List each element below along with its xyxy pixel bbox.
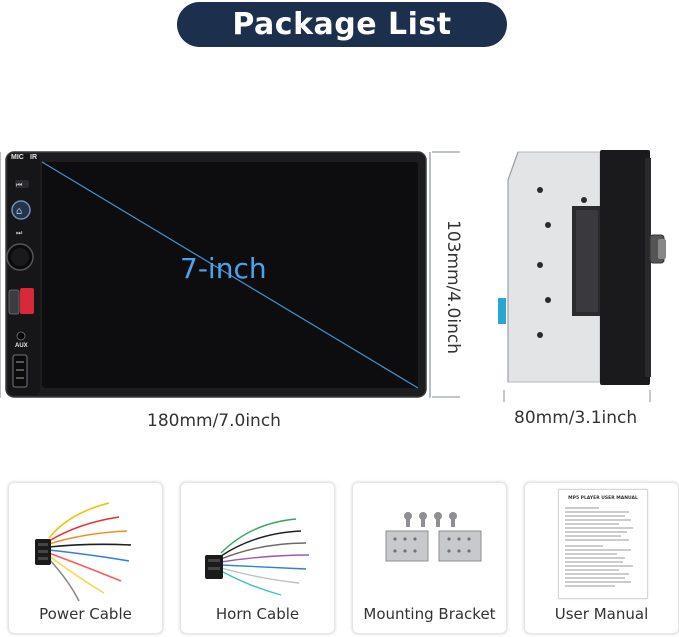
item-label-user-manual: User Manual <box>554 605 649 623</box>
svg-text:⌂: ⌂ <box>16 206 22 217</box>
screen-size-label: 7-inch <box>180 252 267 285</box>
page-title: Package List <box>177 2 507 47</box>
home-button <box>11 200 31 220</box>
red-port <box>20 288 34 314</box>
item-card-mounting-bracket: Mounting Bracket <box>352 482 507 634</box>
user-manual-title: MP5 PLAYER USER MANUAL <box>568 496 638 501</box>
svg-text:⏭: ⏭ <box>16 229 23 237</box>
item-card-user-manual: MP5 PLAYER USER MANUAL User Manual <box>524 482 679 634</box>
front-unit-illustration: ⏮ ⌂ ⏭ <box>0 151 460 398</box>
svg-text:⏮: ⏮ <box>16 181 22 189</box>
side-unit-illustration <box>498 150 666 402</box>
sd-slot <box>8 289 20 315</box>
mic-label: MIC <box>11 154 24 161</box>
width-dimension-label: 180mm/7.0inch <box>147 411 281 431</box>
aux-jack <box>16 331 26 341</box>
aux-label: AUX <box>15 343 28 349</box>
item-card-horn-cable: Horn Cable <box>180 482 335 634</box>
mounting-bracket-icon <box>385 512 482 562</box>
horn-cable-icon <box>205 518 310 596</box>
ir-label: IR <box>30 154 37 161</box>
power-cable-icon <box>35 502 132 602</box>
manual-text-lines <box>565 507 633 587</box>
height-dimension-label: 103mm/4.0inch <box>443 220 463 354</box>
item-label-horn-cable: Horn Cable <box>215 605 300 623</box>
prev-button <box>15 180 29 188</box>
user-manual-sheet: MP5 PLAYER USER MANUAL <box>558 489 648 599</box>
item-label-power-cable: Power Cable <box>39 605 132 623</box>
item-card-power-cable: Power Cable <box>8 482 163 634</box>
item-label-mounting-bracket: Mounting Bracket <box>363 605 496 623</box>
depth-dimension-label: 80mm/3.1inch <box>514 408 638 428</box>
